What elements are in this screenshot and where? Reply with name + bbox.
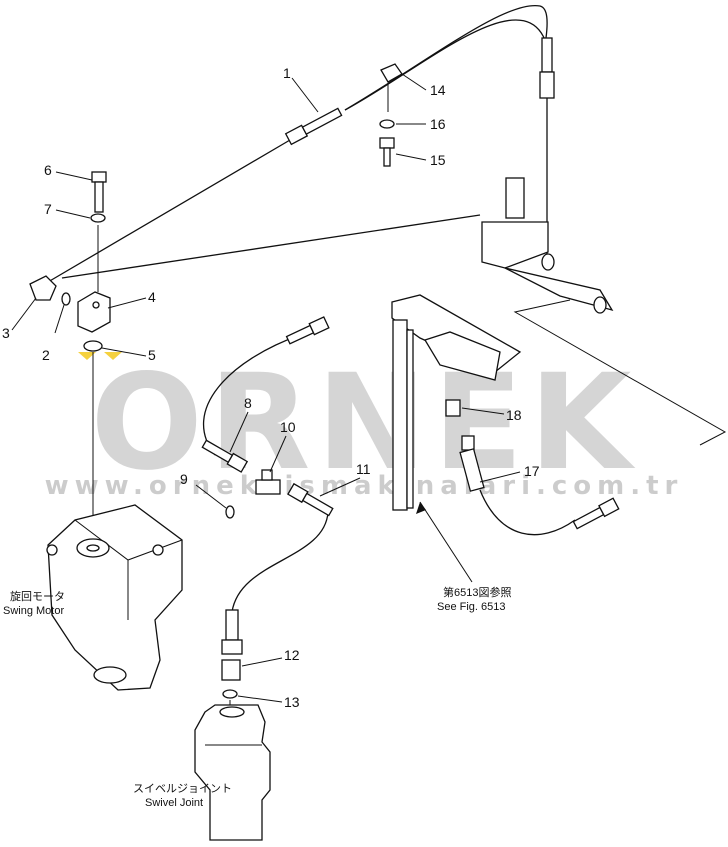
swing-motor	[46, 504, 183, 691]
elbow-3	[29, 275, 57, 301]
label-2: 2	[42, 347, 50, 363]
swivel-joint	[194, 704, 271, 841]
o-ring-5	[83, 340, 103, 352]
adapter-12	[221, 659, 241, 681]
label-10: 10	[280, 419, 296, 435]
hose-11	[231, 511, 329, 613]
label-3: 3	[2, 325, 10, 341]
caption-swivel-joint-jp: スイベルジョイント	[133, 783, 232, 795]
caption-swing-motor-jp: 旋回モータ	[10, 589, 65, 603]
leader-lines	[11, 73, 521, 703]
label-15: 15	[430, 152, 446, 168]
frame-bracket	[391, 294, 522, 511]
vertical-fitting	[539, 37, 555, 99]
captions: 旋回モータ Swing Motor スイベルジョイント Swivel Joint…	[3, 585, 511, 809]
caption-swing-motor-en: Swing Motor	[3, 605, 64, 617]
hose-fitting-1	[284, 107, 343, 146]
clamp-14	[380, 63, 403, 112]
label-4: 4	[148, 289, 156, 305]
washer-7	[90, 213, 106, 223]
part-labels: 1 2 3 4 5 6 7 8 9 10 11 12 13 14 15 16 1…	[2, 65, 540, 710]
washer-16	[379, 119, 395, 129]
frame-line	[513, 299, 727, 446]
fitting-upper-mid	[285, 316, 330, 345]
label-13: 13	[284, 694, 300, 710]
bolt-15	[379, 137, 395, 167]
label-14: 14	[430, 82, 446, 98]
caption-see-fig-jp: 第6513図参照	[443, 585, 511, 599]
adapter-18	[445, 399, 461, 417]
watermark: ORNEK www.orneksismakinalari.com.tr	[45, 346, 684, 501]
label-17: 17	[524, 463, 540, 479]
return-line	[61, 214, 481, 279]
label-7: 7	[44, 201, 52, 217]
hose-1-upper	[344, 4, 548, 111]
label-8: 8	[244, 395, 252, 411]
watermark-accent-icon	[78, 352, 96, 360]
label-11: 11	[356, 461, 371, 477]
caption-see-fig-en: See Fig. 6513	[437, 601, 506, 613]
label-1: 1	[283, 65, 291, 81]
bolt-6	[91, 171, 107, 213]
hose-8	[203, 334, 301, 456]
label-16: 16	[430, 116, 446, 132]
tee-10	[255, 469, 281, 495]
label-9: 9	[180, 471, 188, 487]
upper-bracket	[481, 177, 614, 314]
watermark-accent-icon-2	[104, 352, 122, 360]
label-18: 18	[506, 407, 522, 423]
hose-end-11	[221, 609, 243, 655]
fitting-11	[287, 482, 334, 517]
caption-swivel-joint-en: Swivel Joint	[145, 797, 203, 809]
label-6: 6	[44, 162, 52, 178]
watermark-url: www.orneksismakinalari.com.tr	[45, 471, 684, 501]
o-ring-9	[225, 505, 235, 519]
flange-4	[77, 291, 111, 333]
label-5: 5	[148, 347, 156, 363]
label-12: 12	[284, 647, 300, 663]
fitting-8	[201, 439, 249, 473]
hose-17	[479, 489, 576, 536]
watermark-brand: ORNEK	[91, 346, 638, 500]
o-ring-2	[61, 292, 71, 306]
see-fig-arrow-icon	[416, 502, 426, 514]
hose-end-17b	[572, 497, 620, 530]
hose-end-17	[459, 435, 485, 492]
o-ring-13	[222, 689, 238, 699]
